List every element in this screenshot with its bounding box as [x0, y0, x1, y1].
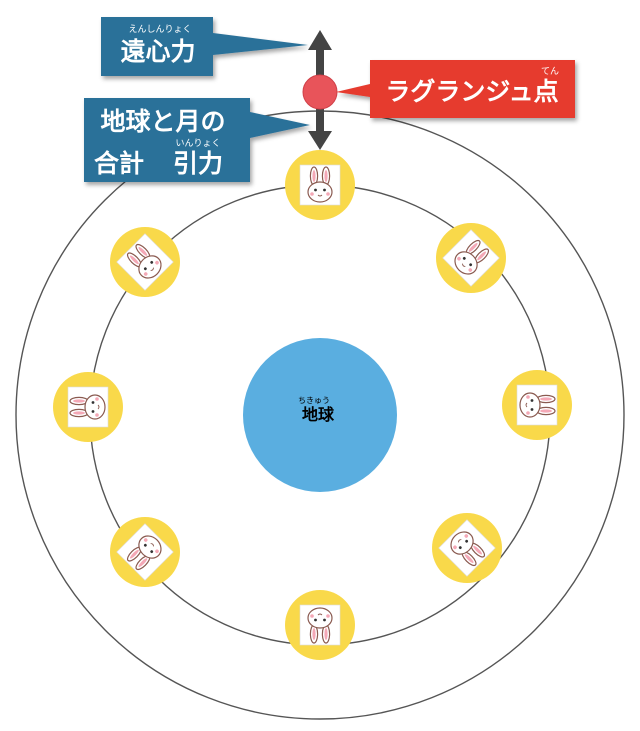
rabbit-face-icon: [299, 164, 341, 206]
moon: [285, 590, 355, 660]
moon: [53, 372, 123, 442]
centrifugal-label: 遠心力: [120, 37, 195, 66]
lagrange-callout: [336, 60, 575, 118]
rabbit-face-icon: [67, 386, 109, 428]
moon: [110, 517, 180, 587]
earth-label: 地球: [302, 405, 335, 424]
lagrange-reading: てん: [541, 66, 559, 77]
rabbit-face-icon: [516, 384, 558, 426]
combined-gravity-callout: [84, 98, 310, 182]
combined-line2-right: 引力: [173, 149, 223, 178]
lagrange-label: ラグランジュ点: [385, 77, 558, 106]
centrifugal-reading: えんしんりょく: [128, 24, 191, 35]
combined-line2-left: 合計: [94, 149, 144, 178]
combined-line1: 地球と月の: [100, 107, 225, 136]
moon: [110, 227, 180, 297]
earth: [243, 338, 397, 492]
centrifugal-callout: [101, 17, 308, 76]
rabbit-face-icon: [299, 604, 341, 646]
moon: [432, 513, 502, 583]
moon: [502, 370, 572, 440]
combined-line2-reading: いんりょく: [175, 138, 220, 149]
lagrange-point: [302, 74, 338, 110]
moon: [285, 150, 355, 220]
earth-reading: ちきゅう: [298, 396, 330, 405]
moon: [436, 223, 506, 293]
